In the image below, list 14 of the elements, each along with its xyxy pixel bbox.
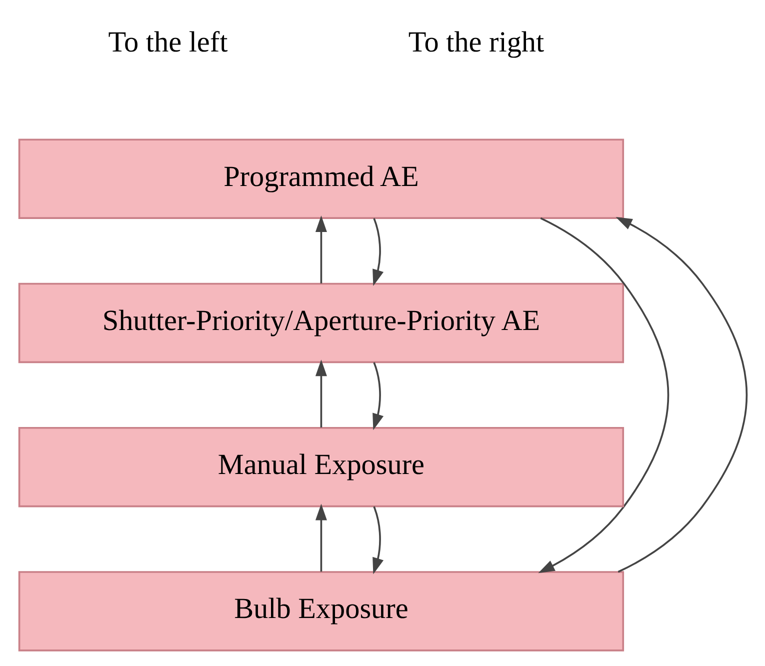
label: To the left <box>108 26 228 59</box>
arrow <box>314 216 326 284</box>
node-box: Bulb Exposure <box>18 571 624 652</box>
arrow <box>615 216 748 573</box>
arrow <box>372 362 384 430</box>
arrow <box>538 217 669 574</box>
node-box: Programmed AE <box>18 138 624 219</box>
node-box: Shutter-Priority/Aperture-Priority AE <box>18 282 624 364</box>
arrow <box>314 360 326 428</box>
label: To the right <box>408 26 544 59</box>
arrow <box>372 506 384 574</box>
node-box: Manual Exposure <box>18 426 624 508</box>
arrow <box>372 218 384 286</box>
arrow <box>314 504 326 572</box>
